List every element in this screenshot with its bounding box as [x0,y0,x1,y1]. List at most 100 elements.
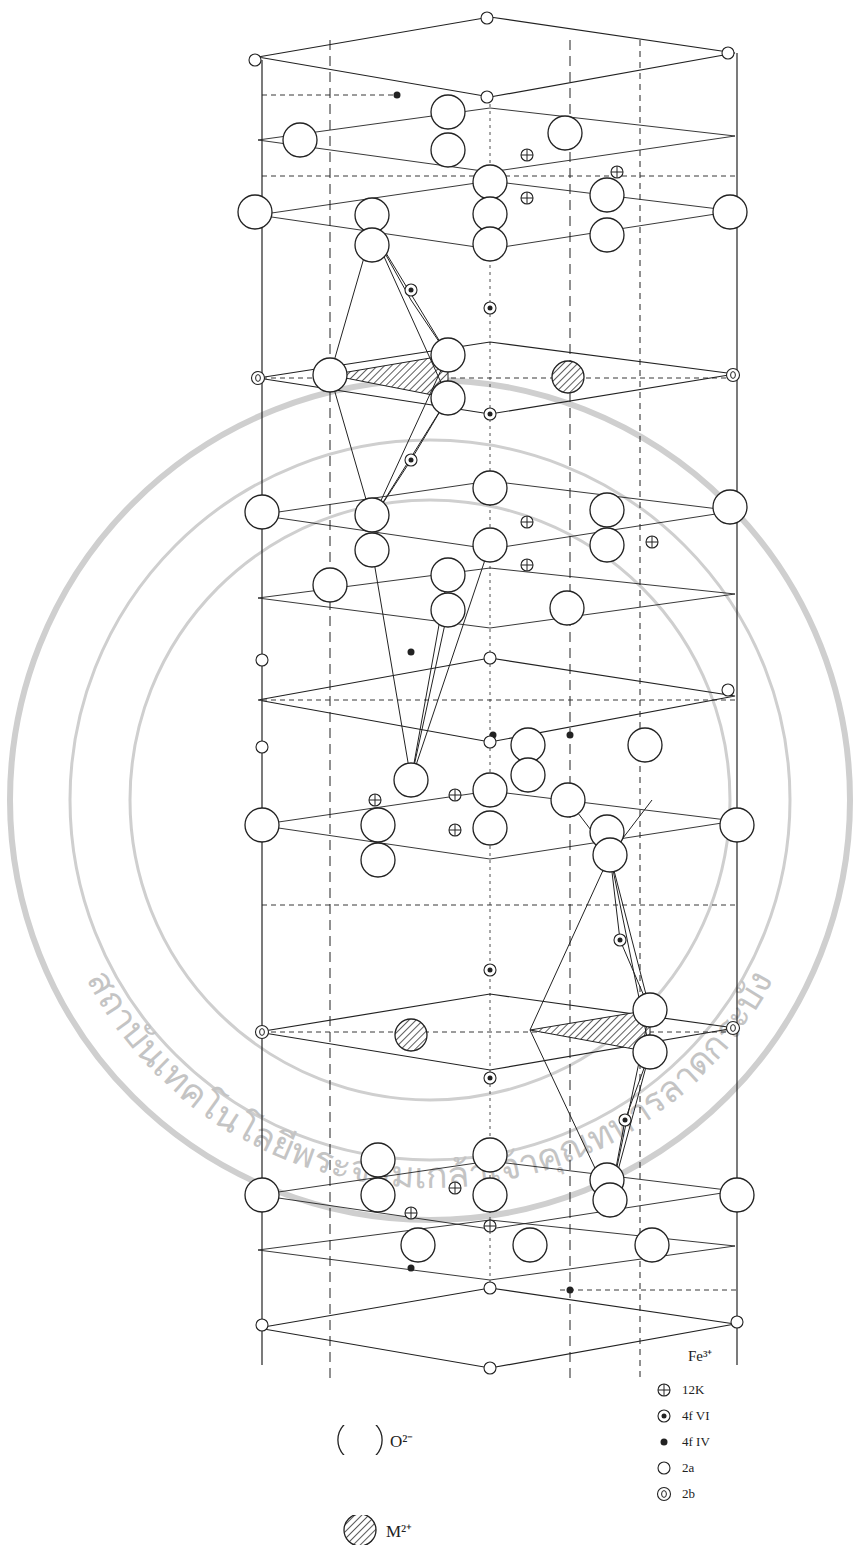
bond-line [330,375,372,520]
b-site [256,1026,269,1039]
a-site [481,91,493,103]
O-site [355,198,389,232]
watermark-text: สถาบันเทคโนโลยีพระจอมเกล้าเจ้าคุณทหารลาด… [79,963,781,1196]
cell-edge [736,53,737,1365]
O-site [361,1143,395,1177]
unit-cell [238,12,754,1380]
O-site [473,773,507,807]
O-site [361,843,395,877]
basal-plane [258,1288,735,1368]
fiv-site [408,649,415,656]
bipyramid-face [530,1010,650,1052]
axis-line [262,700,737,701]
O-site [511,728,545,762]
O-site [245,495,279,529]
fiv-site [394,92,401,99]
O-site [245,808,279,842]
O-site [593,838,627,872]
k-site [646,536,658,548]
fiv-site [661,1439,668,1446]
fiv-site [567,1287,574,1294]
O-site [313,358,347,392]
a-site [249,54,261,66]
k-site [658,1384,670,1396]
cell-guide [490,97,491,1288]
O-site [338,1425,382,1455]
bipyramid-face [330,355,448,398]
b-site [727,369,740,382]
axis-line [262,1032,737,1033]
O-site [431,593,465,627]
k-site [521,516,533,528]
O-site [550,591,584,625]
fiv-site [567,732,574,739]
M-site [552,361,584,393]
O-site [361,1178,395,1212]
O-site [401,1228,435,1262]
legend-row: 4f IV [652,1427,710,1457]
O-site [713,490,747,524]
k-site [369,794,381,806]
legend-row: M²⁺ [340,1515,412,1545]
bond-line [411,610,448,780]
watermark-seal: สถาบันเทคโนโลยีพระจอมเกล้าเจ้าคุณทหารลาด… [10,380,850,1220]
legend-label: 2b [682,1486,695,1502]
O-site [355,498,389,532]
fiv-site [408,1265,415,1272]
legend-row: O²⁻ [336,1425,413,1455]
watermark-text: สถาบันเทคโนโลยีพระจอมเกล้าเจ้าคุณทหารลาด… [79,963,781,1196]
O-site [238,195,272,229]
a-site [484,1282,496,1294]
cell-guide [330,40,331,1380]
bond-line [610,855,650,1010]
basal-plane [258,568,735,628]
O-site [283,123,317,157]
legend-row: 12K [652,1375,704,1405]
legend-label: 4f IV [682,1434,710,1450]
a-site [484,736,496,748]
legend-row: 2b [652,1479,695,1509]
legend-sample [652,1427,676,1457]
k-site [405,1207,417,1219]
O-site [511,758,545,792]
cell-guide [570,40,571,1380]
O-site [361,808,395,842]
O-site [633,993,667,1027]
M-site [344,1515,376,1545]
legend-row: 2a [652,1453,694,1483]
O-site [431,95,465,129]
O-site [473,471,507,505]
k-site [484,1220,496,1232]
fvi-site [405,284,417,296]
M-site [395,1019,427,1051]
bond-line [372,550,411,780]
bond-line [530,855,610,1030]
O-site [313,568,347,602]
O-site [590,218,624,252]
bond-line [411,545,490,780]
a-site [256,1319,268,1331]
fvi-site [614,934,626,946]
legend-label: 4f VI [682,1408,710,1424]
legend-heading: Fe³⁺ [688,1345,713,1365]
legend-sample [652,1375,676,1405]
legend-label: M²⁺ [386,1519,412,1542]
O-site [431,133,465,167]
O-site [720,1178,754,1212]
a-site [481,12,493,24]
O-site [245,1178,279,1212]
k-site [449,824,461,836]
k-site [449,1182,461,1194]
a-site [256,741,268,753]
O-site [473,1138,507,1172]
k-site [449,789,461,801]
basal-plane [258,108,735,172]
O-site [355,533,389,567]
atoms [238,12,754,1374]
a-site [484,1362,496,1374]
O-site [590,178,624,212]
O-site [551,783,585,817]
legend-sample [336,1425,384,1455]
O-site [590,528,624,562]
